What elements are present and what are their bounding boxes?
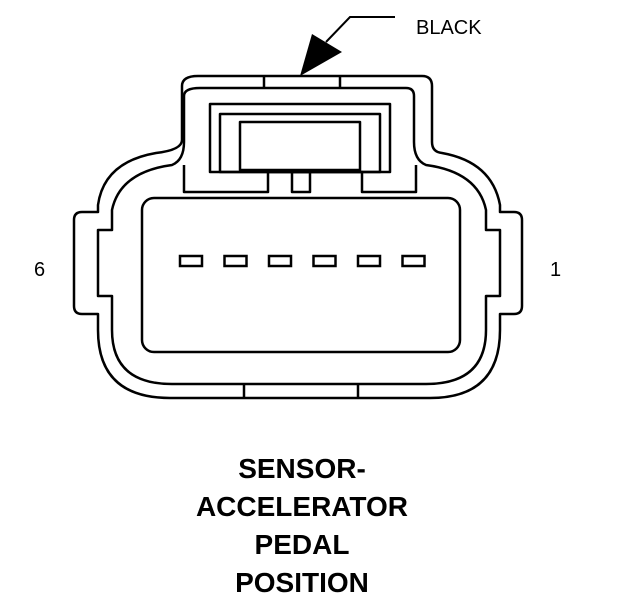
color-label: BLACK — [416, 17, 482, 39]
connector-housing-inner — [96, 86, 502, 386]
pin-cavity — [401, 254, 426, 268]
pin-right-label: 1 — [550, 259, 561, 281]
caption-line-1: SENSOR- — [238, 453, 366, 484]
pin-cavity — [178, 254, 204, 268]
caption-line-4: POSITION — [235, 567, 369, 598]
color-leader-arrow — [300, 16, 395, 76]
terminal-face — [140, 196, 462, 354]
lock-latch-frame — [208, 102, 392, 174]
pin-cavity — [223, 254, 248, 268]
pin-left-label: 6 — [34, 259, 45, 281]
pin-cavity — [312, 254, 337, 268]
lock-latch-inner — [238, 120, 362, 172]
caption-line-3: PEDAL — [255, 529, 350, 560]
caption-line-2: ACCELERATOR — [196, 491, 408, 522]
caption: SENSOR- ACCELERATOR PEDAL POSITION — [196, 453, 408, 598]
pin-cavity — [356, 254, 382, 268]
connector-housing-outer — [72, 74, 524, 400]
lock-tab — [290, 170, 312, 194]
pin-cavity — [267, 254, 293, 268]
